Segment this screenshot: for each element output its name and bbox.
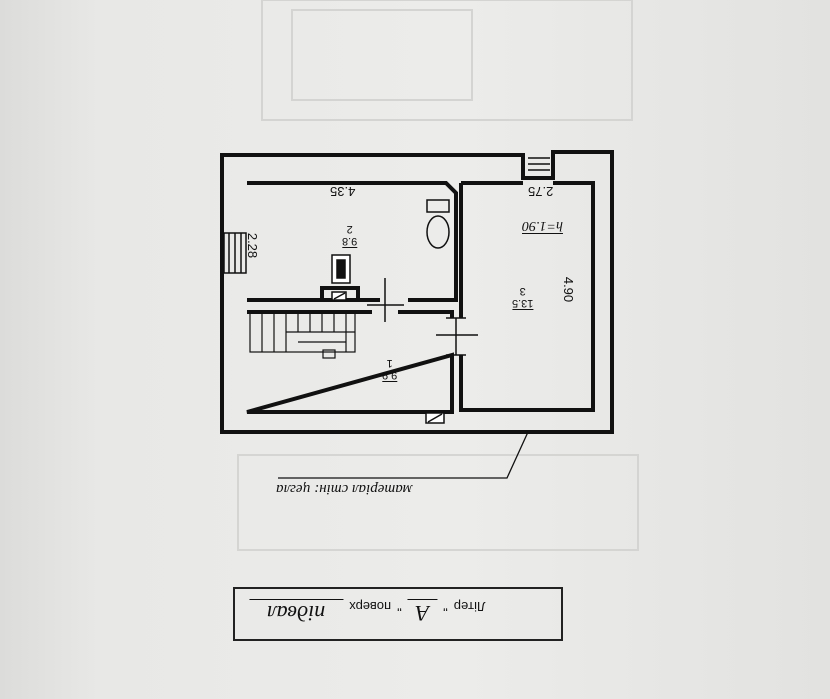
room-2-height: 2.28 [245,232,261,259]
room-2-number: 2 [346,223,353,235]
room-2-width: 4.35 [330,184,356,199]
room-3-walls [459,181,595,412]
room-3-number: 3 [519,285,526,297]
doors [367,278,478,356]
boiler-icon [331,254,351,284]
ghost-lines [237,0,639,551]
quote-close: " [397,599,402,614]
room-3-width: 2.75 [528,184,554,199]
left-entry-steps [223,232,247,274]
room-1-label: 9.9 1 [382,357,398,382]
room-2-walls [247,181,458,302]
top-entry-steps [528,157,550,171]
room-3-area: 13.5 [512,297,534,310]
room-2-area: 9.8 [342,235,358,248]
litera-label: Літер [453,599,486,614]
outer-wall [220,150,614,434]
ceiling-height: h=1.90 [522,218,563,233]
litera-value: А [407,599,438,626]
staircase [249,311,356,359]
wall-material-note: матеріал стін: цегла [276,481,413,497]
floor-label: поверх [349,599,392,614]
title-line: Літер " А " поверх підвал [249,599,485,626]
title-block: Літер " А " поверх підвал [233,587,563,641]
window-markers [331,291,445,424]
room-1-area: 9.9 [382,369,398,382]
room-3-label: 13.5 3 [512,285,534,310]
room-1-walls [246,310,454,414]
room-1-number: 1 [386,357,393,369]
toilet-icon [426,199,450,249]
quote-open: " [443,599,448,614]
material-leader-line [278,431,529,479]
floor-value: підвал [249,599,344,626]
room-3-height: 4.90 [561,276,577,303]
room-2-label: 9.8 2 [342,223,358,248]
